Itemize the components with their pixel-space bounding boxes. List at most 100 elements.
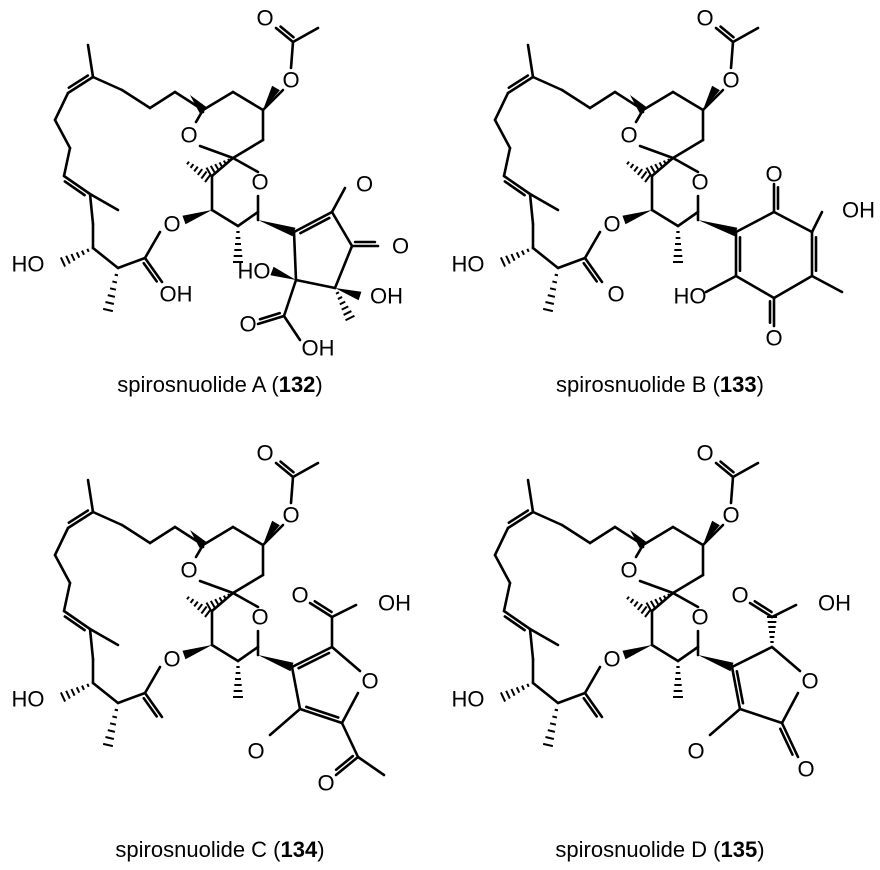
atom-label: O xyxy=(731,583,748,608)
hash-stripe xyxy=(107,729,116,733)
bond xyxy=(671,525,705,547)
wedge-bond xyxy=(622,210,652,225)
hash-stripe xyxy=(341,305,349,311)
alkene-bond xyxy=(63,615,86,632)
hash-bond xyxy=(499,683,530,702)
hash-bond xyxy=(186,596,212,618)
bond xyxy=(502,581,512,613)
hash-bond xyxy=(102,708,119,748)
atom-label: O xyxy=(722,68,739,93)
hash-stripe xyxy=(649,165,657,174)
bond xyxy=(528,192,535,226)
bond xyxy=(556,256,587,270)
hash-stripe xyxy=(70,253,76,262)
hash-stripe xyxy=(204,608,212,618)
bond xyxy=(330,603,358,619)
atom-label: O xyxy=(180,123,197,148)
compound-caption-C: spirosnuolide C (134) xyxy=(115,837,325,862)
lactone-carbonyl-bond xyxy=(583,256,604,284)
atom-label: O xyxy=(291,583,308,608)
hash-stripe xyxy=(626,161,630,165)
hash-stripe xyxy=(114,273,119,277)
hash-stripe xyxy=(186,161,190,165)
acetate-carbonyl-bond xyxy=(274,461,295,479)
alkene-bond xyxy=(62,609,92,631)
hash-bond xyxy=(542,273,559,313)
atom-label: O xyxy=(163,647,180,672)
atom-label: O xyxy=(691,170,708,195)
bond xyxy=(810,210,824,234)
hash-stripe xyxy=(59,257,67,267)
atom-label: O xyxy=(282,68,299,93)
hash-stripe xyxy=(197,603,203,611)
hash-bond xyxy=(102,273,119,313)
alkene-bond xyxy=(507,74,530,90)
bond xyxy=(91,246,120,270)
bond xyxy=(261,88,285,112)
hash-stripe xyxy=(70,688,76,697)
lactone-carbonyl-bond xyxy=(143,256,164,284)
wedge-bond xyxy=(263,520,280,545)
bond xyxy=(173,525,205,547)
bond xyxy=(638,144,675,160)
acetate-methyl-bond xyxy=(291,461,320,479)
wedge-bond xyxy=(270,266,296,280)
bond xyxy=(210,643,240,663)
bond xyxy=(143,230,162,260)
atom-label: O xyxy=(765,162,782,187)
bond xyxy=(770,603,798,619)
hash-stripe xyxy=(499,692,507,702)
hash-stripe xyxy=(339,300,346,306)
acetate-carbonyl-bond xyxy=(274,26,295,44)
bond xyxy=(210,156,235,178)
methyl-bond xyxy=(88,192,120,212)
bond xyxy=(493,553,512,585)
bond xyxy=(770,645,802,673)
compound-caption-B: spirosnuolide B (133) xyxy=(556,372,764,397)
hash-stripe xyxy=(81,685,85,691)
bond xyxy=(493,526,510,557)
bond xyxy=(148,525,177,545)
hash-stripe xyxy=(505,255,511,265)
bond xyxy=(340,721,360,759)
wedge-bond xyxy=(698,655,734,672)
bond xyxy=(738,707,784,725)
hash-stripe xyxy=(107,294,116,298)
hash-stripe xyxy=(200,605,208,615)
atom-label: O xyxy=(256,441,273,466)
lactone-carbonyl-bond xyxy=(142,261,158,283)
atom-label: O xyxy=(603,647,620,672)
bond xyxy=(780,691,800,725)
furan-double-bond xyxy=(297,651,331,670)
bond xyxy=(531,681,560,705)
hash-stripe xyxy=(345,314,355,322)
bond xyxy=(330,210,354,248)
bond xyxy=(292,230,298,282)
acid-carbonyl-bond xyxy=(748,601,774,619)
acetate-ester-bond xyxy=(289,40,295,70)
hash-stripe xyxy=(640,170,648,180)
wedge-bond xyxy=(182,645,212,660)
hash-stripe xyxy=(547,729,556,733)
methyl-bond xyxy=(810,274,844,294)
atom-label: O xyxy=(765,326,782,351)
hash-bond xyxy=(673,666,683,698)
hash-stripe xyxy=(112,280,118,284)
bond xyxy=(116,691,147,705)
acetate-carbonyl-bond xyxy=(719,25,735,39)
alkene-bond xyxy=(503,615,526,632)
acetyl-carbonyl-bond xyxy=(334,755,360,777)
atom-label: O xyxy=(603,212,620,237)
bond xyxy=(53,526,70,557)
compound-number: 133 xyxy=(719,372,757,397)
hash-stripe xyxy=(629,598,635,604)
hash-stripe xyxy=(209,165,217,174)
furan-double-bond xyxy=(305,705,340,719)
hash-bond xyxy=(59,248,90,267)
atom-label: O xyxy=(797,757,814,782)
hash-stripe xyxy=(644,608,652,618)
hash-stripe xyxy=(545,301,555,305)
enol-double-bond xyxy=(299,216,331,235)
hash-stripe xyxy=(649,600,657,609)
bond xyxy=(231,573,265,595)
